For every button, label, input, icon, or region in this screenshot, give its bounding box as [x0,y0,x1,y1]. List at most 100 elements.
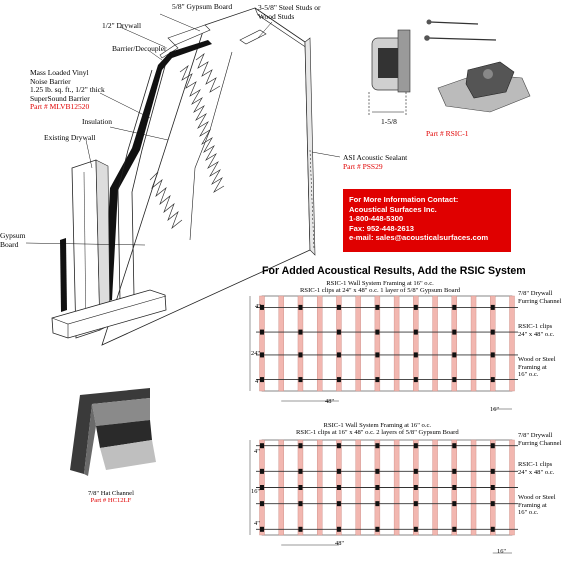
framing-top-clip [413,352,418,358]
label-barrier: Barrier/Decoupler [112,44,167,53]
framing-top-clip [490,352,495,358]
framing-top-clip [375,352,380,358]
mlv-part: Part # MLVB12520 [30,102,90,112]
framing-top-clip [375,329,380,335]
framing-top-clip [298,329,303,335]
framing-bottom-clip [490,526,495,532]
framing-top-dim-4b: 4" [255,378,261,385]
framing-bottom-clip [260,443,264,449]
framing-top-stud [336,295,342,392]
framing-bottom-clip [336,501,341,507]
framing-top-stud [393,295,400,392]
contact-email: e-mail: sales@acousticalsurfaces.com [349,233,489,243]
framing-bottom-clip [413,468,418,474]
framing-top-stud [355,295,361,392]
framing-bottom-clip [298,443,303,449]
framing-bottom-clip [260,501,264,507]
framing-top-stud [451,295,458,392]
framing-top-clip [298,377,303,383]
framing-top-stud [316,295,323,392]
framing-top-clip [260,377,264,383]
framing-bottom-clip [336,485,341,490]
framing-bottom-dim-4a: 4" [254,448,260,455]
framing-bottom-clip [413,485,418,490]
framing-top-clip [298,352,303,358]
framing-top-clip [490,377,495,383]
framing-bottom-clip [490,485,495,490]
framing-top-clip [490,304,495,310]
framing-top-stud [470,295,477,392]
framing-bottom-clip [490,501,495,507]
framing-bottom-clip [452,501,457,507]
framing-top-stud [278,295,284,392]
framing-top-clip [260,329,264,335]
framing-top-clip [375,377,380,383]
framing-top-stud [374,295,381,392]
framing-top-stud [490,295,496,392]
framing-bottom-clip [490,443,495,449]
framing-bottom-clip [260,468,264,474]
framing-bottom-dim-48: 48" [335,540,344,547]
sealant-part: Part # PSS29 [343,161,383,171]
clip-dimension: 1-5/8 [381,117,397,126]
label-sealant: ASI Acoustic Sealant Part # PSS29 [343,153,408,171]
framing-bottom-clip [452,443,457,449]
framing-top-clip [336,329,341,335]
framing-top-stud [413,295,419,392]
framing-top-clip [336,304,341,310]
framing-bottom-clip [336,443,341,449]
label-insulation: Insulation [82,117,112,126]
framing-bottom-clip [413,443,418,449]
framing-top-clip [452,304,457,310]
framing-bottom-clip [452,485,457,490]
framing-top-clip [375,304,380,310]
framing-top-clip [260,304,264,310]
label-drywall-12: 1/2" Drywall [102,21,142,30]
framing-bottom-clip [452,468,457,474]
framing-bottom-clip [375,526,380,532]
framing-bottom-clip [260,526,264,532]
framing-bottom-dim-16: 16" [251,488,260,495]
framing-top-clip [413,304,418,310]
framing-top-clip [260,352,264,358]
framing-top-dim-24: 24" [251,350,260,357]
framing-bottom-clip [413,501,418,507]
contact-phone: 1-800-448-5300 [349,214,404,224]
framing-bottom-clip [260,485,264,490]
framing-bottom-clip [298,468,303,474]
framing-bottom-clip [336,526,341,532]
framing-bottom-clip [452,526,457,532]
framing-bottom-clip [375,443,380,449]
clip-part: Part # RSIC-1 [426,129,469,138]
hat-channel-caption: 7/8" Hat Channel Part # HC12LF [88,490,134,505]
contact-heading: For More Information Contact: [349,195,459,204]
framing-top-clip [336,377,341,383]
framing-top-title: RSIC-1 Wall System Framing at 16" o.c. R… [300,280,461,295]
framing-top-clip [336,352,341,358]
framing-top-clip [413,377,418,383]
framing-bottom-clip [298,526,303,532]
framing-top-clip [413,329,418,335]
framing-top-stud [259,295,265,392]
framing-top-stud [509,295,515,392]
hat-channel-part: Part # HC12LF [90,497,132,505]
framing-top-clip [452,352,457,358]
framing-top-dim-16: 16" [490,406,499,413]
framing-bottom-dim-4b: 4" [254,520,260,527]
contact-box: For More Information Contact: Acoustical… [343,189,511,252]
framing-bottom-clip [298,501,303,507]
framing-top-board [261,295,513,392]
framing-top-clip [452,329,457,335]
framing-top-dim-48: 48" [325,398,334,405]
framing-bottom-clip [375,501,380,507]
rsic-heading: For Added Acoustical Results, Add the RS… [262,265,526,277]
